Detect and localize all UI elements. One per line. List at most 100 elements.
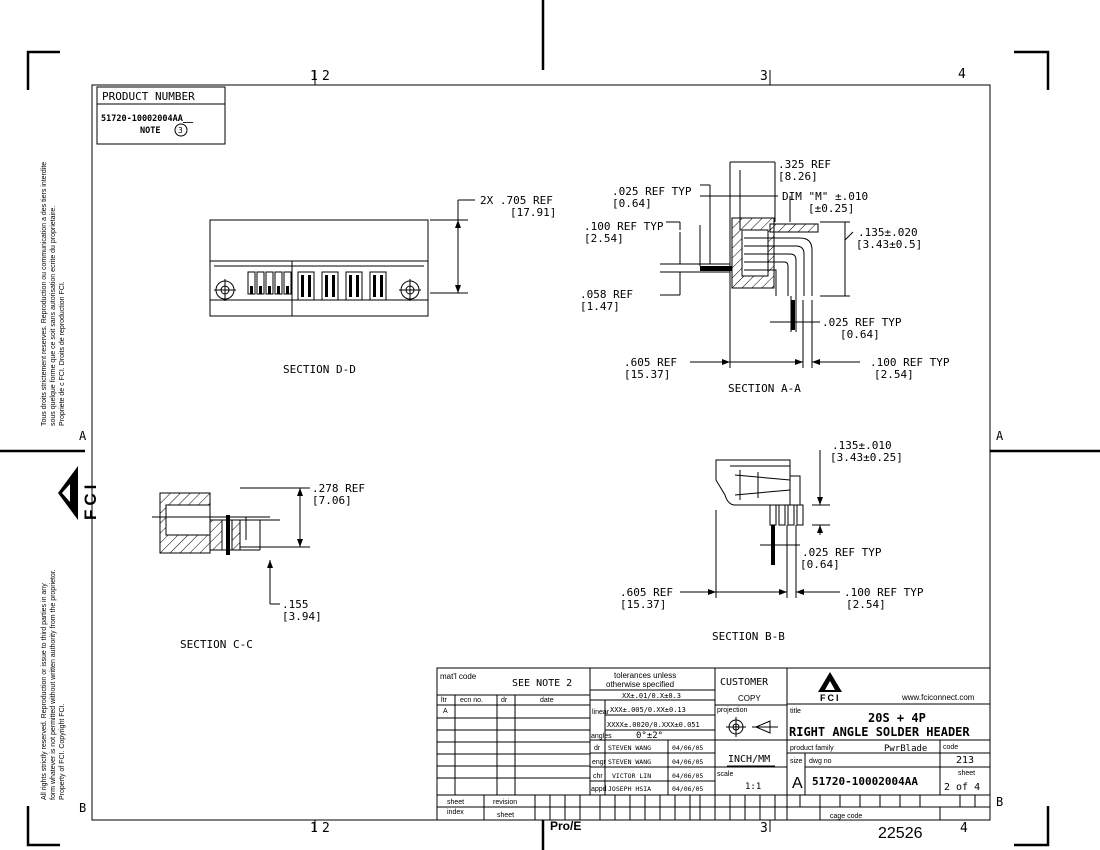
product-number-value: 51720-10002004AA__ — [101, 114, 194, 124]
fci-logo — [818, 672, 842, 692]
revision-label: revision — [493, 799, 517, 806]
svg-text:VICTOR LIN: VICTOR LIN — [612, 772, 651, 780]
section-aa-view — [660, 161, 860, 368]
section-bb-view — [680, 450, 840, 598]
linear-label: linear — [592, 709, 610, 716]
svg-text:STEVEN WANG: STEVEN WANG — [608, 758, 651, 766]
product-number-header: PRODUCT NUMBER — [102, 90, 195, 103]
cc-dim-278: .278 REF — [312, 482, 365, 495]
aa-dim-100-b-mm: [2.54] — [874, 368, 914, 381]
sheet-count-label: sheet — [958, 770, 975, 777]
svg-text:04/06/05: 04/06/05 — [672, 772, 703, 780]
angles-value: 0°±2° — [636, 731, 663, 741]
aa-dim-325: .325 REF — [778, 158, 831, 171]
zone-label-top-3: 3 — [760, 69, 768, 84]
title-line2: RIGHT ANGLE SOLDER HEADER — [789, 725, 970, 739]
row-label-right-a: A — [996, 429, 1004, 443]
title-line1: 20S + 4P — [868, 711, 926, 725]
scale-value: 1:1 — [745, 782, 761, 792]
zone-label-bottom-4: 4 — [960, 821, 968, 836]
zone-label-bottom-2: 2 — [322, 821, 330, 836]
dr-header: dr — [501, 697, 508, 704]
aa-dim-025-b: .025 REF TYP — [822, 316, 902, 329]
signoff-table: dr STEVEN WANG 04/06/05 engr STEVEN WANG… — [591, 744, 703, 793]
section-aa-title: SECTION A-A — [728, 382, 801, 395]
aa-dim-025: .025 REF TYP — [612, 185, 692, 198]
zone-label-bottom-3: 3 — [760, 821, 768, 836]
zone-label-top-4: 4 — [958, 67, 966, 82]
cc-dim-278mm: [7.06] — [312, 494, 352, 507]
ecn-header: ecn no. — [460, 697, 483, 704]
units-label: INCH/MM — [728, 754, 770, 765]
title-block-grid — [436, 667, 991, 821]
aa-dim-m: DIM "M" ±.010 — [782, 190, 868, 203]
see-note: SEE NOTE 2 — [512, 678, 572, 689]
zone-label-top-2: 2 — [322, 69, 330, 84]
code-value: 213 — [956, 755, 974, 766]
svg-text:dr: dr — [594, 745, 601, 752]
index-label: index — [447, 809, 464, 816]
section-cc-view — [152, 487, 310, 605]
tolerance-line2: otherwise specified — [606, 680, 674, 689]
french-copyright-note: Tous droits strictement reserves. Reprod… — [41, 162, 66, 426]
scale-label: scale — [717, 771, 733, 778]
svg-text:04/06/05: 04/06/05 — [672, 744, 703, 752]
bb-dim-135mm: [3.43±0.25] — [830, 451, 903, 464]
svg-text:chr: chr — [593, 773, 603, 780]
svg-text:sous quelque forme que ce soit: sous quelque forme que ce soit sans auto… — [50, 206, 57, 426]
cage-code-label: cage code — [830, 813, 862, 820]
svg-text:All rights strictly reserved.: All rights strictly reserved. Reproducti… — [41, 583, 48, 800]
sheet-sub-label: sheet — [497, 812, 514, 819]
aa-dim-m-mm: [±0.25] — [808, 202, 854, 215]
svg-text:Property of FCI. Copyright FC: Property of FCI. Copyright FCI. — [59, 703, 66, 800]
zone-label-bottom-1: 1 — [310, 821, 318, 836]
title-label: title — [790, 708, 801, 715]
section-dd-view — [209, 199, 475, 317]
copy-label: COPY — [738, 694, 761, 703]
rev-a: A — [443, 708, 448, 715]
note-number: 3 — [178, 126, 183, 135]
svg-text:Propriete de c FCI. Droits de: Propriete de c FCI. Droits de reproducti… — [59, 281, 66, 426]
projection-label: projection — [717, 707, 747, 714]
section-bb-title: SECTION B-B — [712, 630, 785, 643]
aa-dim-100: .100 REF TYP — [584, 220, 664, 233]
product-family-label: product family — [790, 745, 834, 752]
aa-dim-058: .058 REF — [580, 288, 633, 301]
row-label-left-b: B — [79, 801, 86, 815]
aa-dim-605: .605 REF — [624, 356, 677, 369]
aa-dim-025-b-mm: [0.64] — [840, 328, 880, 341]
section-dd-dim-mm: [17.91] — [510, 206, 556, 219]
svg-text:04/06/05: 04/06/05 — [672, 758, 703, 766]
aa-dim-135mm: [3.43±0.5] — [856, 238, 922, 251]
aa-dim-825mm: [8.26] — [778, 170, 818, 183]
fci-logo-text: FCI — [820, 693, 841, 703]
tolerance-line1: tolerances unless — [614, 671, 676, 680]
row-label-left-a: A — [79, 429, 87, 443]
svg-text:engr: engr — [592, 759, 607, 766]
aa-dim-135: .135±.020 — [858, 226, 918, 239]
svg-text:form whatever is not permitted: form whatever is not permitted without w… — [50, 569, 57, 800]
size-label: size — [790, 758, 803, 765]
english-copyright-note: All rights strictly reserved. Reproducti… — [41, 569, 66, 800]
aa-dim-058mm: [1.47] — [580, 300, 620, 313]
size-value: A — [792, 775, 803, 792]
row-label-right-b: B — [996, 795, 1003, 809]
bb-dim-100mm: [2.54] — [846, 598, 886, 611]
svg-text:appd: appd — [591, 786, 607, 793]
bb-dim-025mm: [0.64] — [800, 558, 840, 571]
sheet-label: sheet — [447, 799, 464, 806]
customer-label: CUSTOMER — [720, 677, 769, 688]
section-cc-title: SECTION C-C — [180, 638, 253, 651]
angles-label: angles — [591, 733, 612, 740]
aa-dim-100mm: [2.54] — [584, 232, 624, 245]
svg-text:JOSEPH HSIA: JOSEPH HSIA — [608, 785, 651, 793]
matl-code-label: mat'l code — [440, 672, 477, 681]
linear-tol-1: XX±.01/0.X±0.3 — [622, 692, 681, 700]
product-number-box: PRODUCT NUMBER 51720-10002004AA__ NOTE 3 — [96, 86, 226, 145]
bb-dim-100: .100 REF TYP — [844, 586, 924, 599]
aa-dim-025mm: [0.64] — [612, 197, 652, 210]
dwg-no-label: dwg no — [809, 758, 832, 765]
cc-dim-155mm: [3.94] — [282, 610, 322, 623]
svg-text:04/06/05: 04/06/05 — [672, 785, 703, 793]
